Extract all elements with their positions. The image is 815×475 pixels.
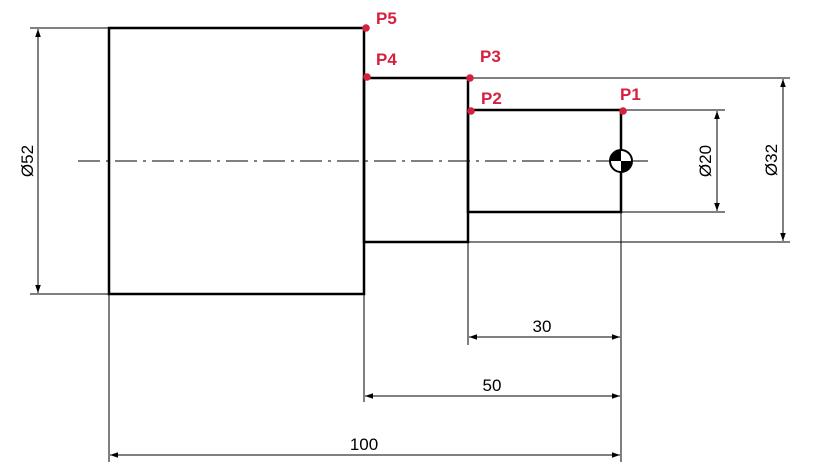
dim-text-diameter-32: Ø32 [762, 144, 781, 176]
point-p2-marker [467, 107, 475, 115]
point-p5-label: P5 [376, 9, 397, 28]
dim-text-length-100: 100 [350, 435, 378, 454]
point-p1-marker [619, 107, 627, 115]
extension-lines [30, 27, 790, 462]
point-labels: P1 P2 P3 P4 P5 [376, 9, 641, 108]
point-p4-label: P4 [376, 50, 397, 69]
dim-text-diameter-20: Ø20 [696, 145, 715, 177]
dim-text-diameter-52: Ø52 [18, 145, 37, 177]
point-p4-marker [363, 73, 371, 81]
part-outline [107, 26, 623, 296]
dim-text-length-30: 30 [533, 317, 552, 336]
point-p3-marker [466, 74, 474, 82]
origin-datum-icon [609, 149, 633, 173]
point-p2-label: P2 [481, 89, 502, 108]
dim-text-length-50: 50 [483, 376, 502, 395]
point-markers [362, 24, 627, 115]
point-p5-marker [362, 24, 370, 32]
dimension-lines [35, 29, 786, 458]
point-p3-label: P3 [480, 47, 501, 66]
section-diameter-32 [362, 76, 470, 244]
point-p1-label: P1 [620, 85, 641, 104]
